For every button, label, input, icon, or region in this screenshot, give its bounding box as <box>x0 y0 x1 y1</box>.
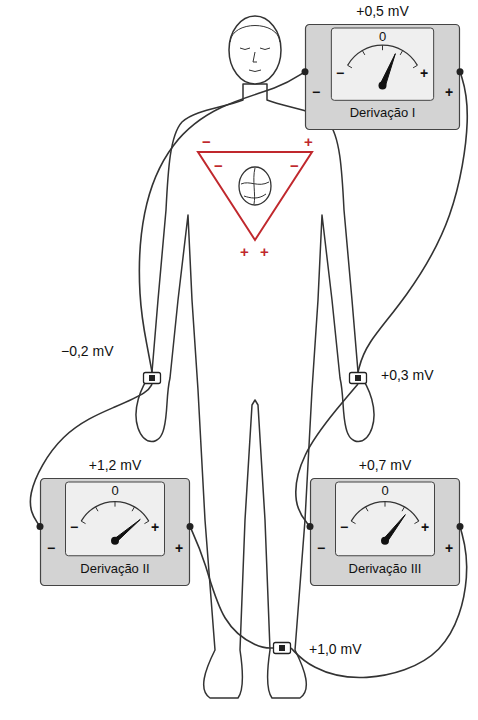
polarity-sign: + <box>304 134 313 149</box>
scale-tick <box>366 507 369 511</box>
voltage-reading: +0,5 mV <box>356 4 409 18</box>
scale-tick <box>413 65 417 68</box>
polarity-sign: − <box>290 158 299 173</box>
dial-minus: − <box>340 520 348 534</box>
closed-eyes <box>240 48 270 50</box>
lead-name: Derivação II <box>80 562 149 576</box>
einthoven-triangle <box>198 152 312 240</box>
needle-pivot <box>381 537 389 545</box>
scale-tick <box>362 51 365 55</box>
electrode-band <box>143 372 161 384</box>
polarity-sign: + <box>240 244 249 259</box>
polarity-sign: − <box>202 134 211 149</box>
meter-case <box>41 479 190 586</box>
dial-scale <box>351 502 419 522</box>
galvanometer: +1,2 mV0−+−+Derivação II <box>40 478 190 586</box>
terminal-plus: + <box>445 85 453 99</box>
lead-name: Derivação I <box>350 106 416 120</box>
scale-tick <box>400 51 403 55</box>
needle-pivot <box>379 81 387 89</box>
needle-pivot <box>111 537 119 545</box>
voltage-reading: +0,7 mV <box>359 458 412 472</box>
lead-wire <box>190 527 273 648</box>
limb-electrode: −0,2 mV <box>143 372 161 384</box>
scale-tick <box>351 521 355 524</box>
body-outline <box>136 84 374 698</box>
scale-tick <box>348 65 352 68</box>
dial-zero: 0 <box>381 484 388 498</box>
terminal-minus: − <box>312 85 320 99</box>
electrode-band <box>273 642 291 654</box>
dial-zero: 0 <box>379 30 386 44</box>
dial-plus: + <box>151 520 159 534</box>
dial-window <box>336 482 435 556</box>
electrode-band <box>349 372 367 384</box>
dial-window <box>331 28 433 100</box>
scale-tick <box>402 507 405 511</box>
terminal-minus: − <box>47 541 55 555</box>
meter-case <box>311 479 460 586</box>
scale-tick <box>115 502 116 507</box>
voltage-reading: +1,2 mV <box>89 458 142 472</box>
dial-minus: − <box>70 520 78 534</box>
terminal <box>187 523 194 530</box>
dial-scale <box>81 502 149 522</box>
terminal <box>457 68 464 75</box>
terminal-plus: + <box>175 541 183 555</box>
dial-plus: + <box>420 66 428 80</box>
galvanometer: +0,7 mV0−+−+Derivação III <box>310 478 460 586</box>
limb-electrode: +0,3 mV <box>349 372 367 384</box>
lead-wire <box>139 72 305 372</box>
meter-case <box>306 25 460 130</box>
limb-electrode: +1,0 mV <box>273 642 291 654</box>
dial-zero: 0 <box>111 484 118 498</box>
dial-plus: + <box>421 520 429 534</box>
polarity-sign: − <box>214 158 223 173</box>
terminal-plus: + <box>445 541 453 555</box>
scale-tick <box>81 521 85 524</box>
head <box>229 16 281 84</box>
heart <box>239 167 271 205</box>
galvanometer: +0,5 mV0−+−+Derivação I <box>305 24 460 130</box>
dial-minus: − <box>336 66 344 80</box>
hair <box>230 26 280 43</box>
scale-tick <box>96 507 99 511</box>
electrode-voltage: +1,0 mV <box>307 642 364 656</box>
dial-scale <box>348 45 418 65</box>
meter-needle <box>380 54 396 86</box>
scale-tick <box>144 521 148 524</box>
dial-window <box>66 482 165 556</box>
terminal-minus: − <box>317 541 325 555</box>
electrode-voltage: +0,3 mV <box>379 368 436 382</box>
scale-tick <box>132 507 135 511</box>
scale-tick <box>382 45 383 50</box>
polarity-sign: + <box>260 244 269 259</box>
scale-tick <box>414 521 418 524</box>
terminal <box>307 523 314 530</box>
terminal <box>302 68 309 75</box>
scale-tick <box>385 502 386 507</box>
terminal <box>457 523 464 530</box>
electrode-voltage: −0,2 mV <box>59 344 116 358</box>
nose-mouth <box>249 52 261 72</box>
terminal <box>37 523 44 530</box>
lead-name: Derivação III <box>349 562 422 576</box>
